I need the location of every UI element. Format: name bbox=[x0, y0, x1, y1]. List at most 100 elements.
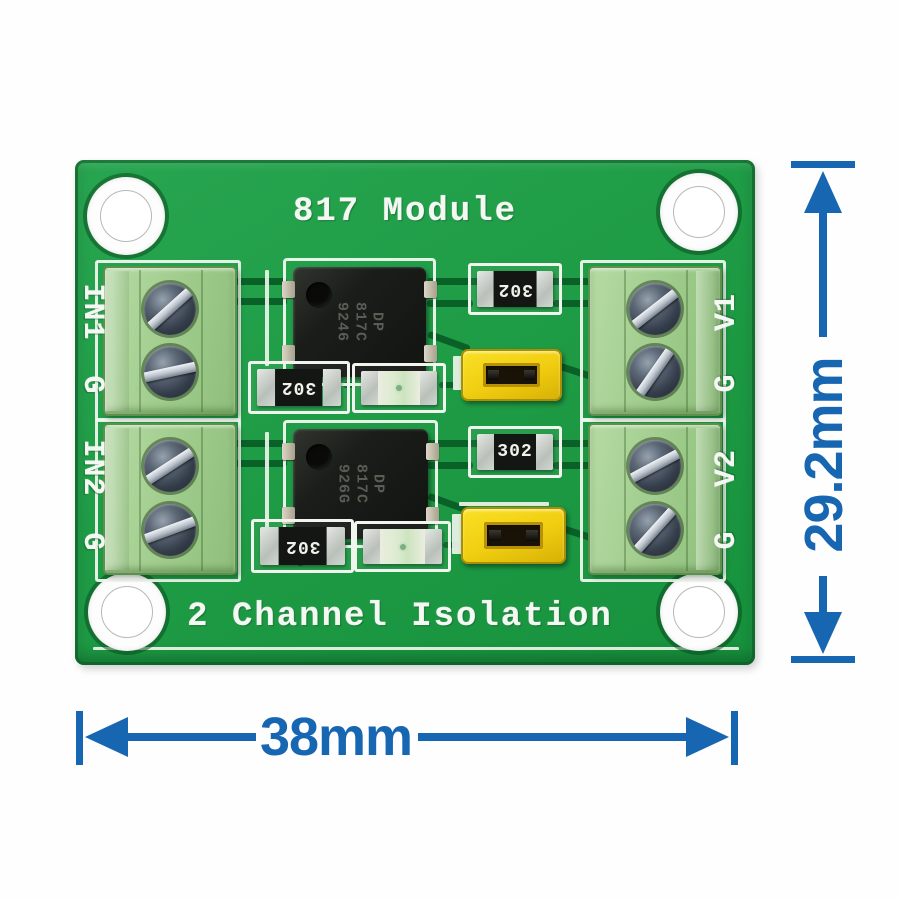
optocoupler-u1: DP 817C 9246 bbox=[282, 258, 437, 386]
resistor-r3: 302 bbox=[468, 426, 562, 478]
silkscreen-line bbox=[93, 647, 739, 650]
mounting-hole-bottom-right bbox=[660, 573, 738, 651]
screw-slot bbox=[144, 285, 196, 334]
resistor-cap bbox=[322, 369, 341, 406]
jumper-j1 bbox=[461, 349, 562, 401]
dimension-width-label: 38mm bbox=[259, 707, 413, 767]
mounting-hole-bottom-left bbox=[88, 573, 166, 651]
silkscreen-line bbox=[453, 356, 463, 390]
screw-slot bbox=[629, 447, 681, 485]
jumper-j2 bbox=[461, 507, 566, 564]
resistor-body: 302 bbox=[477, 271, 553, 307]
pcb-trace bbox=[225, 278, 287, 285]
pcb-trace bbox=[439, 382, 455, 388]
pcb-trace bbox=[225, 298, 287, 305]
pcb-trace bbox=[553, 462, 591, 469]
label-in1-ground: G bbox=[75, 375, 109, 395]
led-lens bbox=[377, 371, 421, 405]
screw-slot bbox=[629, 286, 681, 332]
opto-package: DP 817C 9246 bbox=[293, 267, 426, 377]
resistor-body: 302 bbox=[257, 369, 341, 406]
screw-slot bbox=[144, 361, 196, 384]
silkscreen-line bbox=[265, 432, 269, 528]
label-v2-ground: G bbox=[710, 530, 744, 550]
wire-entry-flange bbox=[696, 428, 720, 570]
label-v1-ground: G bbox=[710, 373, 744, 393]
wire-entry-flange bbox=[105, 428, 129, 570]
dim-line-vertical-bottom bbox=[819, 576, 827, 616]
jumper-pin bbox=[526, 529, 539, 542]
wire-entry-flange bbox=[696, 271, 720, 411]
terminal-screw bbox=[629, 346, 681, 398]
terminal-seam bbox=[686, 427, 688, 571]
screw-slot bbox=[144, 445, 196, 487]
hole-bore bbox=[100, 190, 152, 242]
ic-pin bbox=[426, 443, 439, 460]
ic-pin bbox=[282, 281, 295, 298]
dim-cap-line-bottom bbox=[791, 656, 855, 663]
screw-slot bbox=[144, 515, 196, 546]
pcb-trace bbox=[225, 440, 287, 447]
jumper-window bbox=[484, 522, 543, 549]
led-lens bbox=[380, 529, 425, 564]
jumper-pin bbox=[523, 369, 536, 381]
dim-cap-line-top bbox=[791, 161, 855, 168]
dim-line-horizontal-right bbox=[418, 733, 686, 741]
silkscreen-line bbox=[265, 270, 269, 366]
dim-cap-line-right bbox=[731, 711, 738, 765]
label-in2-ground: G bbox=[75, 532, 109, 552]
silkscreen-subtitle: 2 Channel Isolation bbox=[187, 598, 613, 636]
led-cap bbox=[424, 529, 442, 564]
ic-pin bbox=[282, 345, 295, 362]
terminal-seam bbox=[139, 270, 141, 412]
led-d1 bbox=[352, 363, 446, 413]
resistor-cap bbox=[260, 527, 279, 565]
jumper-pin bbox=[488, 529, 501, 542]
led-die bbox=[399, 543, 406, 550]
resistor-cap bbox=[536, 434, 553, 470]
pcb-trace bbox=[427, 462, 473, 469]
ic-pin bbox=[282, 443, 295, 460]
dim-line-vertical-top bbox=[819, 211, 827, 337]
led-cap bbox=[420, 371, 437, 405]
ic-pin bbox=[426, 507, 439, 524]
wire-entry-flange bbox=[105, 271, 129, 411]
terminal-block-input-1 bbox=[103, 266, 237, 416]
resistor-value: 302 bbox=[493, 271, 537, 307]
hole-bore bbox=[673, 586, 725, 638]
led-body bbox=[363, 529, 442, 564]
terminal-seam bbox=[139, 427, 141, 571]
silkscreen-line bbox=[452, 514, 462, 554]
resistor-value: 302 bbox=[278, 527, 327, 565]
terminal-screw bbox=[144, 283, 196, 335]
terminal-block-output-2 bbox=[588, 423, 722, 575]
pcb-trace bbox=[427, 300, 473, 307]
dim-line-horizontal-left bbox=[126, 733, 256, 741]
hole-bore bbox=[101, 586, 153, 638]
silkscreen-line bbox=[459, 502, 549, 506]
dim-arrow-left-icon bbox=[85, 717, 128, 757]
pin1-dimple bbox=[306, 282, 332, 308]
terminal-seam bbox=[201, 427, 203, 571]
resistor-r1: 302 bbox=[468, 263, 562, 315]
dim-arrow-down-icon bbox=[804, 612, 842, 654]
terminal-screw bbox=[629, 504, 681, 556]
jumper-pin bbox=[487, 369, 500, 381]
dim-cap-line-left bbox=[76, 711, 83, 765]
pin1-dimple bbox=[306, 444, 332, 470]
screw-slot bbox=[633, 346, 677, 398]
pcb-board: 817 Module 2 Channel Isolation IN1 G IN2… bbox=[75, 160, 755, 665]
terminal-silk-outline bbox=[95, 418, 241, 582]
resistor-cap bbox=[477, 434, 494, 470]
pcb-trace bbox=[225, 460, 287, 467]
led-body bbox=[361, 371, 437, 405]
screw-slot bbox=[631, 504, 679, 556]
terminal-seam bbox=[686, 270, 688, 412]
terminal-screw bbox=[629, 283, 681, 335]
terminal-seam bbox=[624, 427, 626, 571]
terminal-screw bbox=[144, 504, 196, 556]
resistor-value: 302 bbox=[493, 434, 537, 470]
resistor-body: 302 bbox=[477, 434, 553, 470]
terminal-seam bbox=[201, 270, 203, 412]
